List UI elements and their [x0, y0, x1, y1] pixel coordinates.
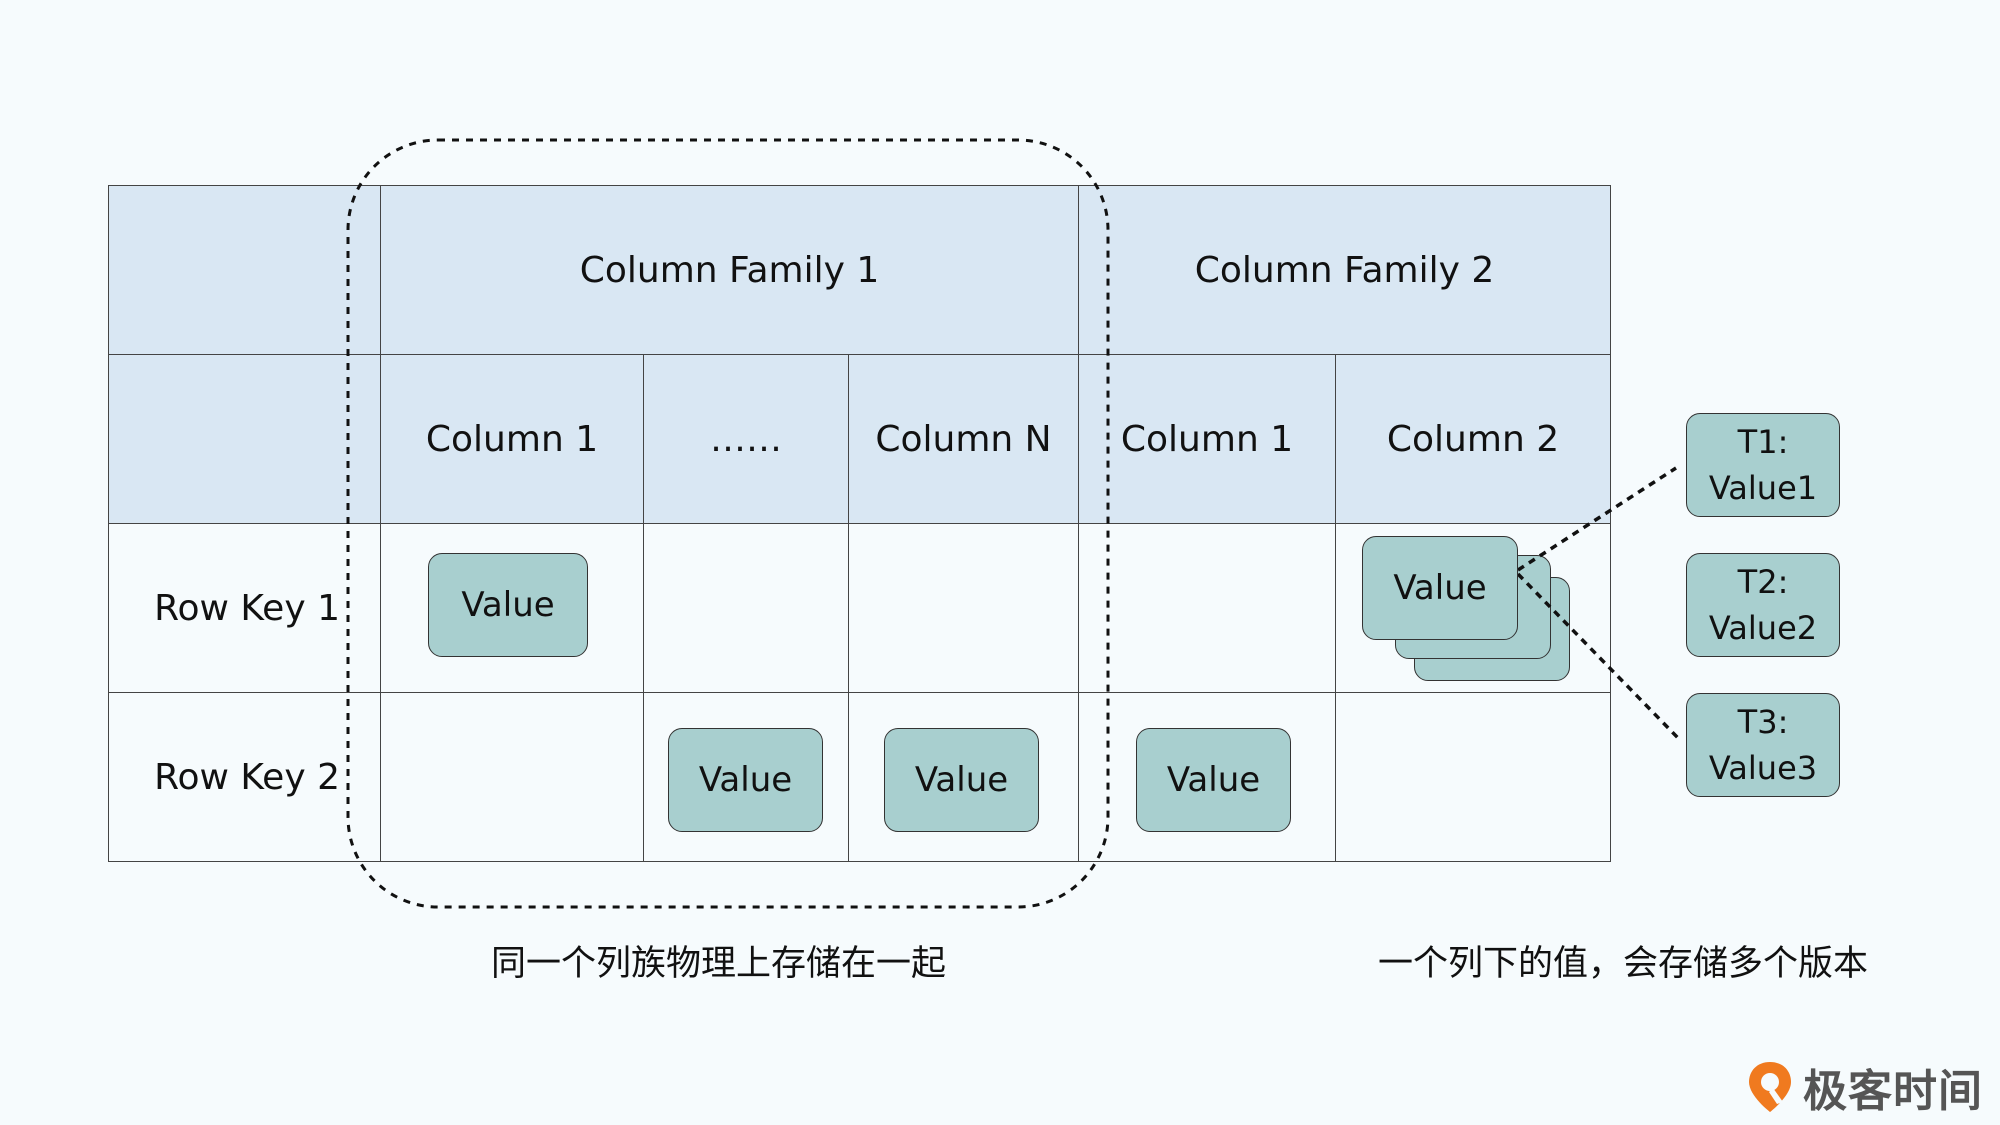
cf2-column-2-header: Column 2 [1335, 354, 1611, 524]
value-r1-cf1-col1: Value [428, 553, 588, 657]
value-r2-cf1-ellipsis: Value [668, 728, 823, 832]
cf2-column-1-label: Column 1 [1120, 418, 1294, 460]
r1-cf1-coln-cell [848, 523, 1079, 693]
value-r1-cf2-col2: Value [1362, 536, 1518, 640]
column-family-1-header: Column Family 1 [380, 185, 1079, 355]
row-key-1-label: Row Key 1 [154, 587, 340, 629]
brand-logo: 极客时间 [1745, 1055, 1983, 1119]
column-family-caption: 同一个列族物理上存储在一起 [491, 944, 947, 984]
cf1-column-n-header: Column N [848, 354, 1079, 524]
version-t3: T3: Value3 [1686, 693, 1840, 797]
column-family-1-label: Column Family 1 [579, 249, 880, 291]
r2-cf2-col2-cell [1335, 692, 1611, 862]
cf2-column-1-header: Column 1 [1078, 354, 1336, 524]
version-t3-value: Value3 [1708, 749, 1818, 787]
value-label: Value [698, 760, 793, 800]
r1-cf2-col1-cell [1078, 523, 1336, 693]
brand-logo-text: 极客时间 [1803, 1066, 1983, 1117]
row-key-2-cell: Row Key 2 [108, 692, 381, 862]
version-t2-time: T2: [1737, 563, 1789, 601]
version-t3-time: T3: [1737, 703, 1789, 741]
version-t2-value: Value2 [1708, 609, 1818, 647]
value-label: Value [1393, 568, 1487, 608]
corner-header-top [108, 185, 381, 355]
version-t2: T2: Value2 [1686, 553, 1840, 657]
version-t1-value: Value1 [1708, 469, 1818, 507]
brand-logo-icon [1749, 1062, 1791, 1112]
corner-header-bottom [108, 354, 381, 524]
value-label: Value [461, 585, 555, 625]
row-key-1-cell: Row Key 1 [108, 523, 381, 693]
cf1-column-1-header: Column 1 [380, 354, 644, 524]
column-family-2-label: Column Family 2 [1194, 249, 1495, 291]
row-key-2-label: Row Key 2 [154, 756, 340, 798]
cf1-column-n-label: Column N [875, 418, 1052, 460]
value-r2-cf1-coln: Value [884, 728, 1039, 832]
version-t1-time: T1: [1737, 423, 1789, 461]
cf1-ellipsis-label: …… [710, 418, 782, 460]
version-t1: T1: Value1 [1686, 413, 1840, 517]
cf1-ellipsis-header: …… [643, 354, 849, 524]
value-label: Value [914, 760, 1009, 800]
column-family-2-header: Column Family 2 [1078, 185, 1611, 355]
versions-caption: 一个列下的值，会存储多个版本 [1378, 944, 1869, 984]
cf1-column-1-label: Column 1 [425, 418, 599, 460]
r2-cf1-col1-cell [380, 692, 644, 862]
value-r2-cf2-col1: Value [1136, 728, 1291, 832]
r1-cf1-ellipsis-cell [643, 523, 849, 693]
value-label: Value [1166, 760, 1261, 800]
cf2-column-2-label: Column 2 [1386, 418, 1560, 460]
